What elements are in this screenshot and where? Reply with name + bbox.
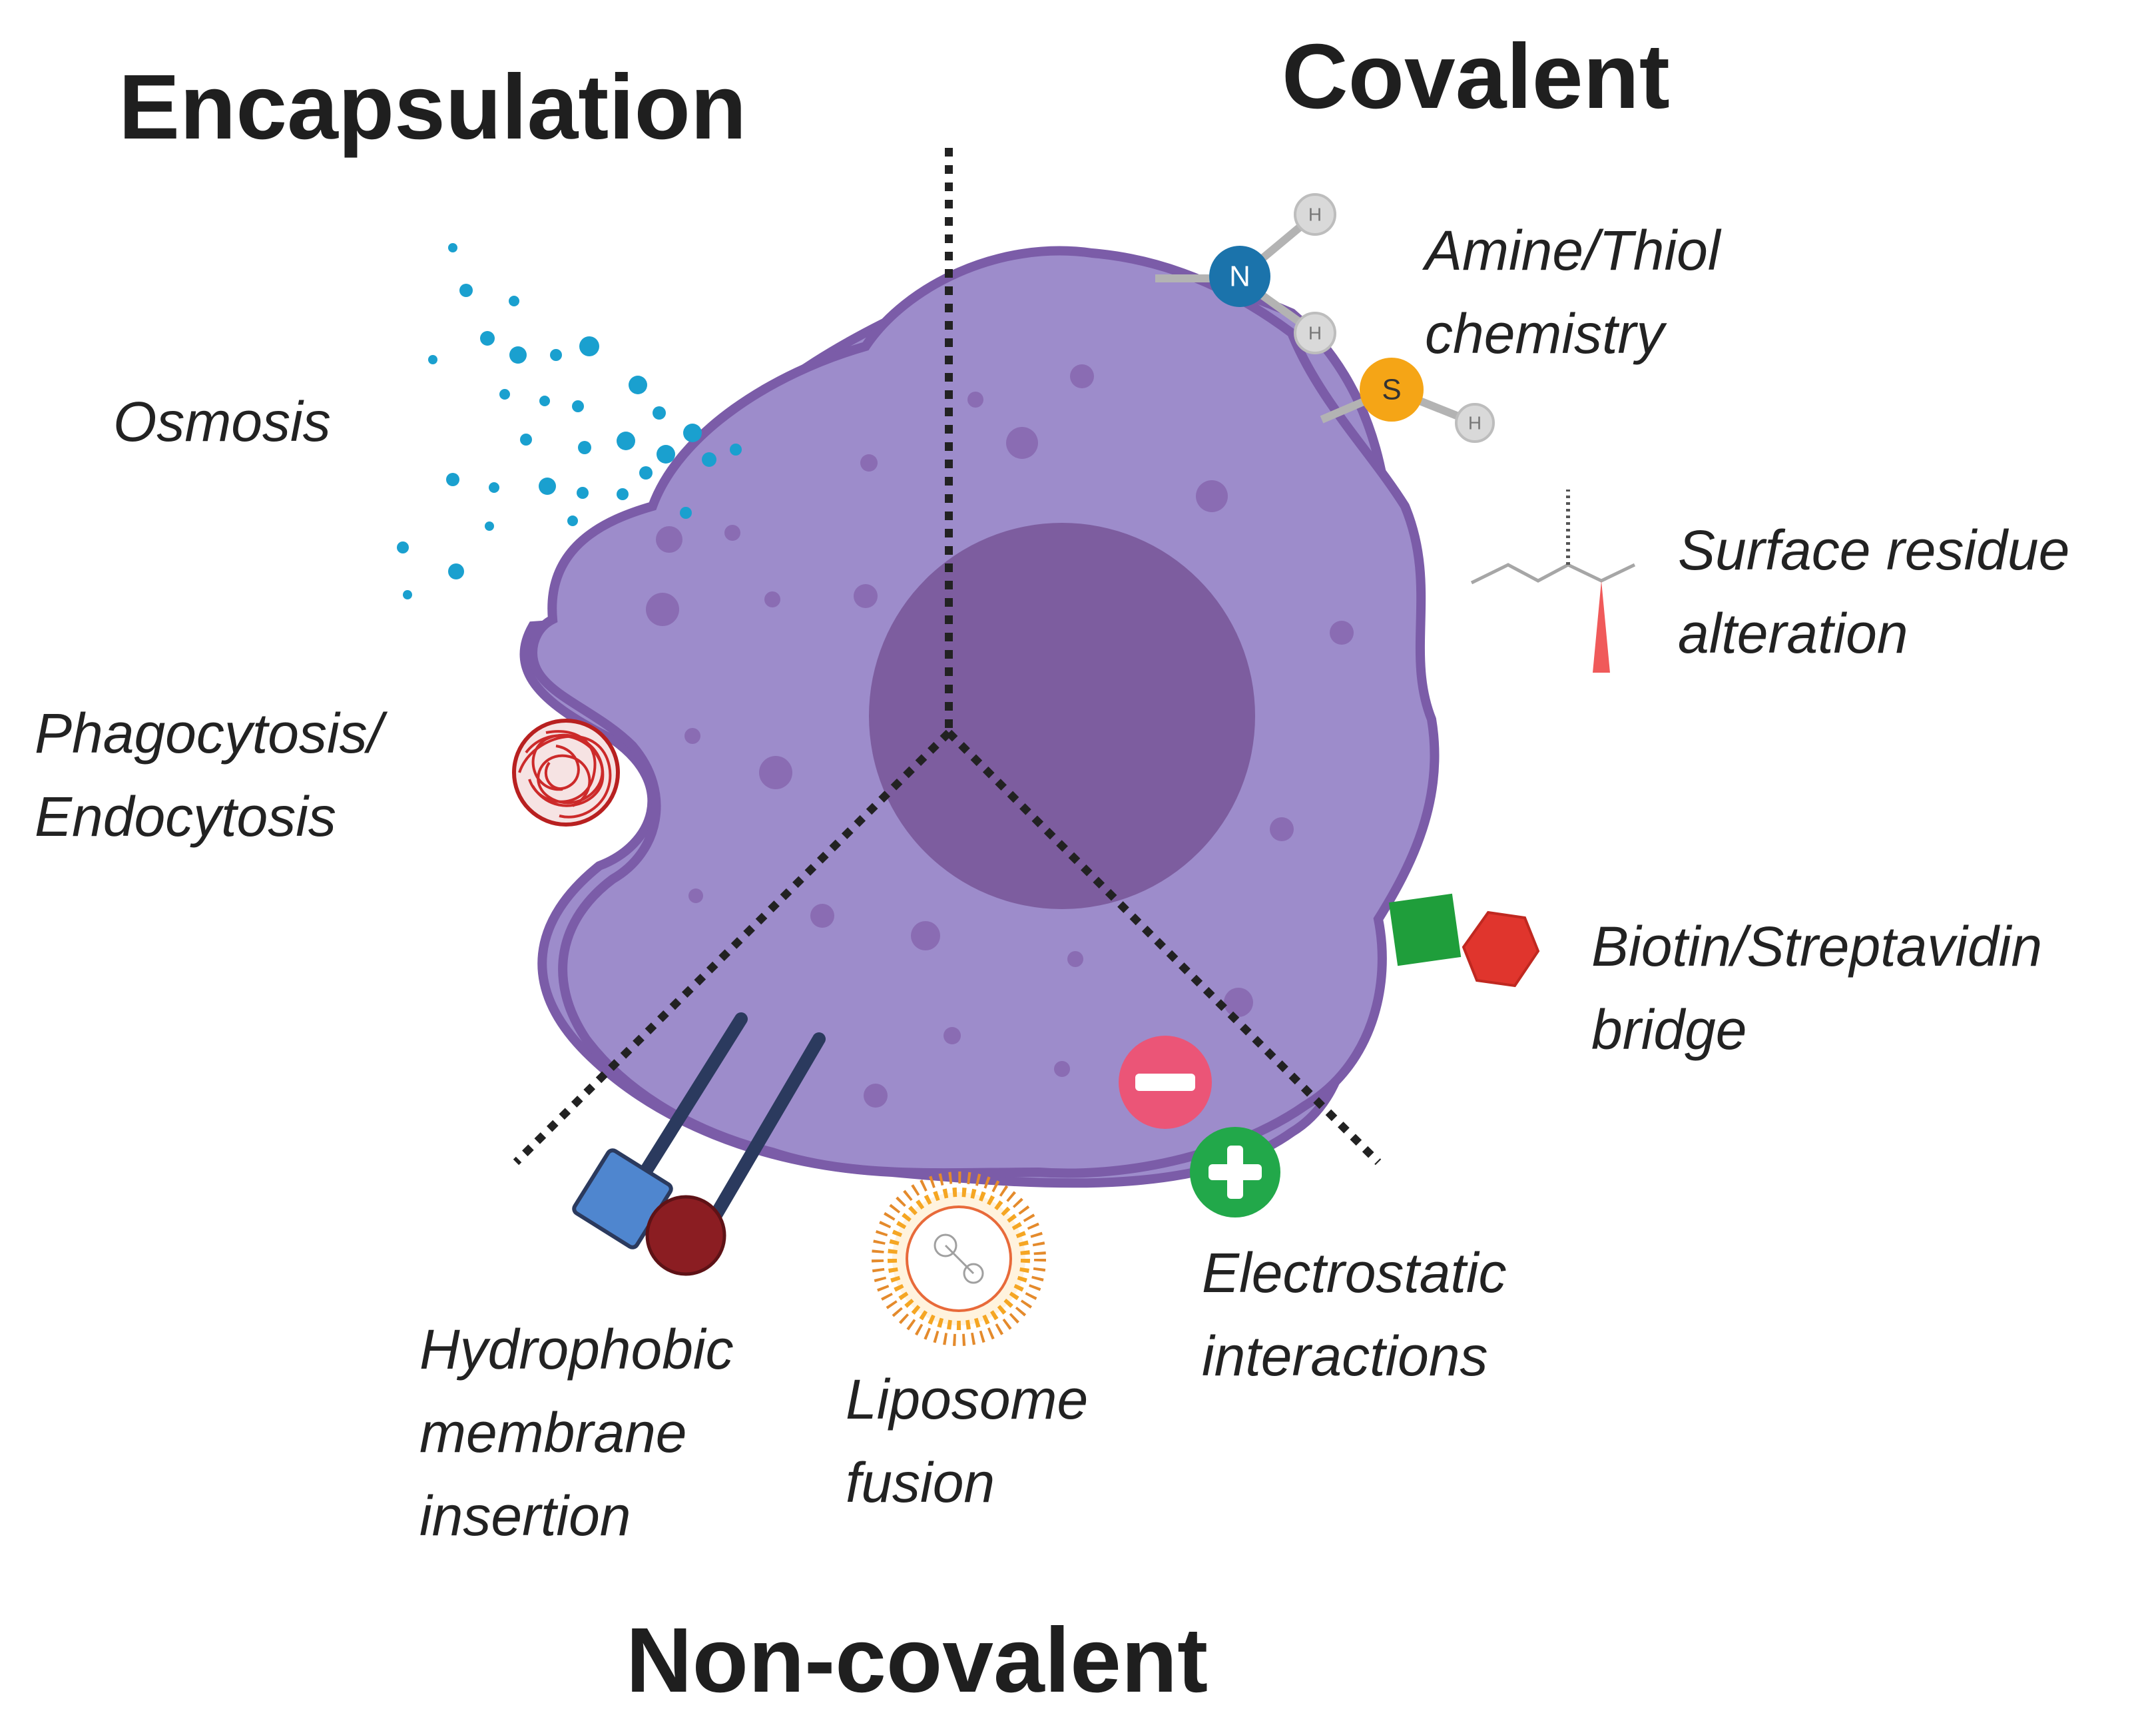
organelle [1224, 988, 1253, 1017]
organelle [759, 756, 792, 789]
label-amine-line2: chemistry [1425, 302, 1667, 365]
organelles [646, 364, 1354, 1108]
label-liposome-line2: fusion [846, 1451, 995, 1514]
organelle [967, 392, 983, 408]
label-liposome-line1: Liposome [846, 1368, 1088, 1431]
divider-right [945, 729, 1382, 1166]
label-osmosis: Osmosis [113, 390, 331, 453]
liposome-icon [872, 1172, 1046, 1346]
organelle [1054, 1061, 1070, 1077]
label-surface-line2: alteration [1678, 602, 1908, 665]
organelle [684, 728, 700, 744]
label-phagocytosis-line1: Phagocytosis/ [35, 702, 388, 765]
organelle [688, 888, 703, 903]
organelle [1070, 364, 1094, 388]
nucleus [869, 523, 1255, 909]
organelle [854, 584, 878, 608]
nanoparticle-icon [512, 719, 620, 827]
heading-encapsulation: Encapsulation [119, 56, 746, 159]
organelle [1330, 621, 1354, 645]
positive-charge-icon [1190, 1127, 1280, 1217]
organelle [646, 593, 679, 626]
organelle [864, 1084, 888, 1108]
label-biotin-line2: bridge [1591, 998, 1747, 1061]
label-surface-line1: Surface residue [1678, 519, 2069, 581]
label-electrostatic-line1: Electrostatic [1202, 1241, 1507, 1304]
thiol-molecule-icon: S H [1320, 358, 1495, 443]
label-hydrophobic-line3: insertion [419, 1485, 631, 1547]
label-hydrophobic-line1: Hydrophobic [419, 1318, 734, 1381]
biotin-streptavidin-icon [1388, 893, 1540, 988]
label-hydrophobic-line2: membrane [419, 1401, 687, 1464]
divider-left [513, 729, 952, 1166]
heading-covalent: Covalent [1282, 25, 1670, 128]
organelle [911, 921, 940, 950]
organelle [1006, 427, 1038, 459]
osmosis-droplets-icon [397, 243, 742, 599]
amine-molecule-icon: N H H [1155, 193, 1336, 354]
organelle [860, 454, 878, 472]
hydrogen-label: H [1468, 413, 1482, 434]
stereo-residue-icon [1470, 490, 1636, 673]
organelle [1067, 951, 1083, 967]
label-electrostatic-line2: interactions [1202, 1325, 1488, 1387]
sector-dividers [513, 148, 1382, 1166]
hydrophobic-anchor-icon [572, 1012, 826, 1276]
organelle [943, 1027, 961, 1044]
organelle [1196, 480, 1228, 512]
heading-non-covalent: Non-covalent [626, 1609, 1208, 1712]
hydrogen-label: H [1308, 323, 1322, 344]
negative-charge-icon [1119, 1036, 1212, 1129]
organelle [724, 525, 740, 541]
organelle [656, 526, 682, 553]
nitrogen-label: N [1229, 260, 1250, 293]
organelle [764, 591, 780, 607]
organelle [810, 904, 834, 928]
organelle [1270, 817, 1294, 841]
label-amine-line1: Amine/Thiol [1422, 219, 1722, 282]
label-phagocytosis-line2: Endocytosis [35, 785, 336, 848]
hydrogen-label: H [1308, 204, 1322, 225]
label-biotin-line1: Biotin/Streptavidin [1591, 915, 2042, 978]
sulfur-label: S [1382, 374, 1401, 406]
